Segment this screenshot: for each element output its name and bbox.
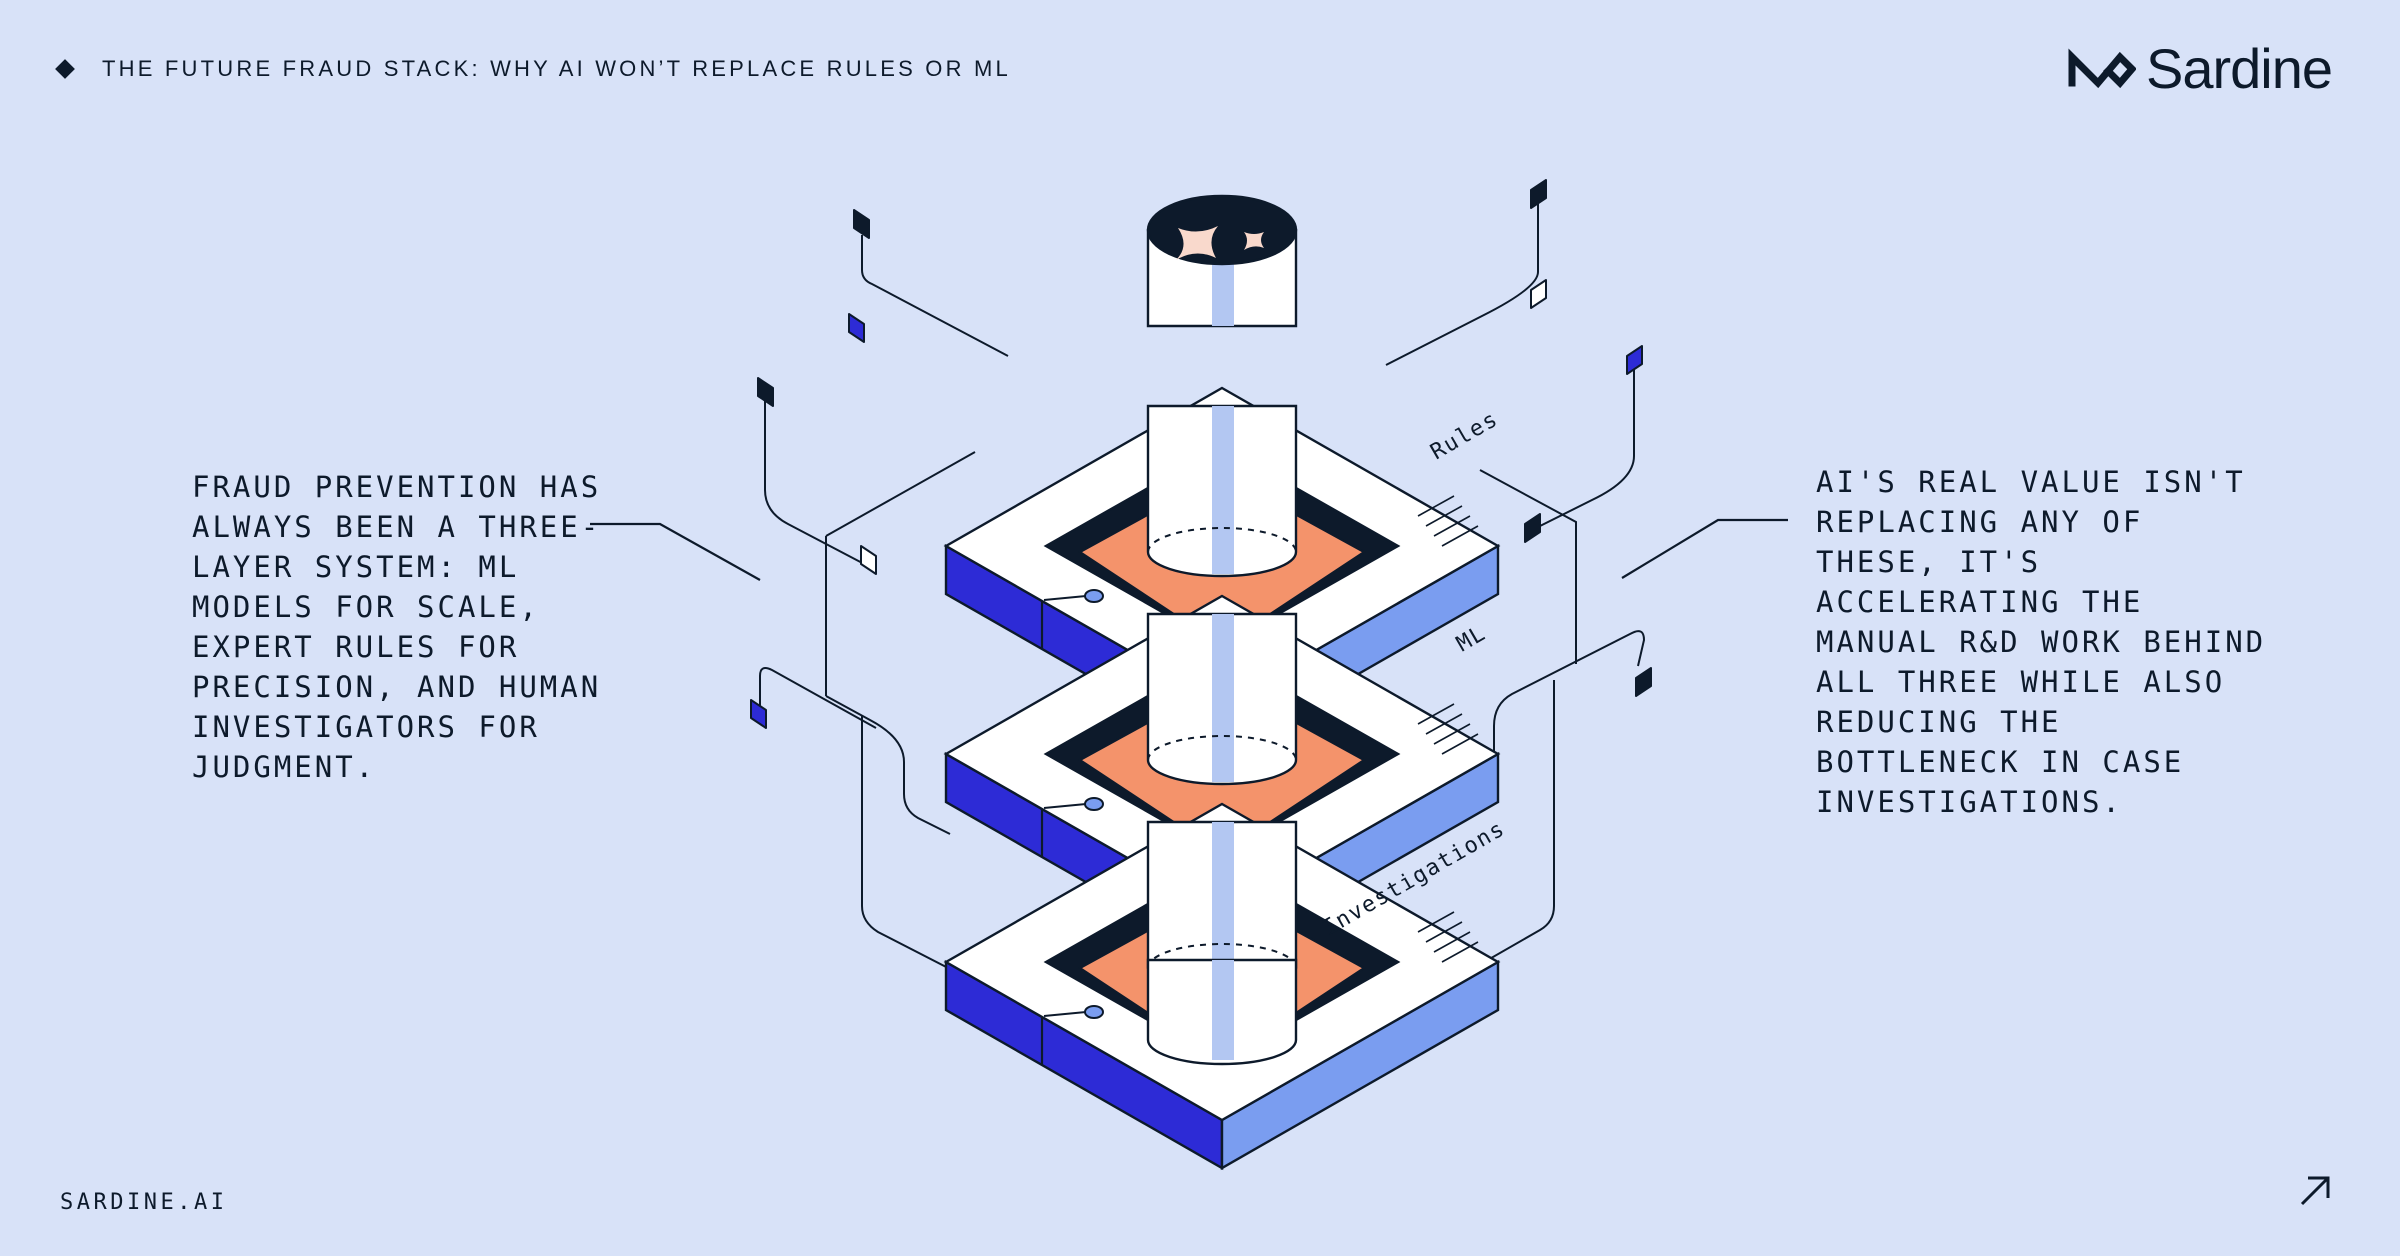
terminal-marker <box>750 699 767 729</box>
sardine-logo-icon <box>2068 48 2136 88</box>
left-description: FRAUD PREVENTION HAS ALWAYS BEEN A THREE… <box>192 470 602 784</box>
terminal-markers <box>750 179 1652 991</box>
terminal-marker <box>1635 667 1652 697</box>
terminal-marker <box>848 313 865 343</box>
column-cap <box>1146 194 1298 328</box>
sardine-logo[interactable]: Sardine <box>2068 36 2333 101</box>
layer-investigations <box>943 386 1501 755</box>
terminal-marker <box>1530 179 1547 209</box>
layer-label-rules: Rules <box>1427 407 1503 466</box>
arrow-up-right-icon[interactable] <box>2296 1170 2336 1210</box>
footer-url[interactable]: SARDINE.AI <box>60 1190 228 1215</box>
layer-label-ml: ML <box>1453 621 1491 657</box>
page-title: THE FUTURE FRAUD STACK: WHY AI WON’T REP… <box>102 56 1011 81</box>
terminal-marker <box>860 545 877 575</box>
terminal-marker <box>757 377 774 407</box>
layer-pin <box>1084 1005 1104 1019</box>
terminal-marker <box>1524 513 1541 543</box>
layer-pin <box>1084 589 1104 603</box>
terminal-marker <box>853 209 870 239</box>
right-description: AI'S REAL VALUE ISN'T REPLACING ANY OF T… <box>1816 465 2267 819</box>
terminal-marker <box>1530 279 1547 309</box>
header: THE FUTURE FRAUD STACK: WHY AI WON’T REP… <box>55 56 1011 82</box>
annotation-connectors <box>590 518 1788 581</box>
layer-pin <box>1084 797 1104 811</box>
column-base <box>1146 958 1298 1066</box>
terminal-marker <box>1626 345 1643 375</box>
logo-wordmark: Sardine <box>2146 37 2333 100</box>
stack-layers <box>943 194 1501 1171</box>
sparkle-icon <box>1176 226 1264 260</box>
